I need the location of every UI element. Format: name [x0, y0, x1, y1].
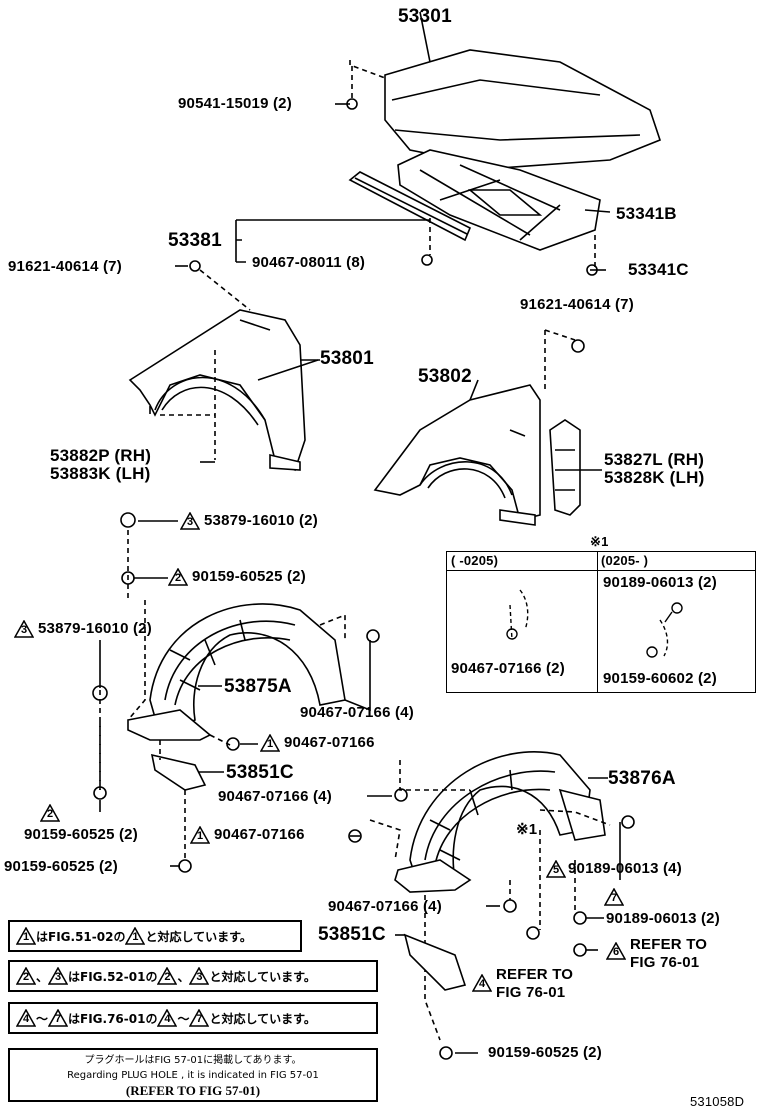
- triangle-5-icon: 5: [546, 860, 566, 878]
- hood-drawing: [384, 11, 661, 169]
- label-90159-60525-c: 90159-60525 (2): [4, 858, 118, 875]
- note-box-3: 4 ～ 7 はFIG.76-01の 4 ～ 7 と対応しています。: [8, 1002, 378, 1034]
- note-2-text-a: はFIG.52-01の: [68, 969, 158, 984]
- label-53876a: 53876A: [608, 768, 676, 789]
- triangle-2-icon: 2: [40, 804, 60, 822]
- fender-bracket-drawing: [549, 419, 581, 516]
- fender-lh-drawing: [128, 309, 320, 472]
- inset-col2-part-b: 90159-60602 (2): [603, 670, 717, 687]
- triangle-1-icon: 1: [125, 927, 146, 945]
- label-53827l: 53827L (RH): [604, 450, 705, 469]
- note-3-text-b: と対応しています。: [209, 1011, 316, 1026]
- triangle-4-icon: 4: [157, 1009, 178, 1027]
- label-53802: 53802: [418, 366, 472, 387]
- label-53801: 53801: [320, 348, 374, 369]
- label-90541-15019: 90541-15019 (2): [178, 95, 292, 112]
- fender-rh-drawing: [373, 384, 541, 526]
- footnote-line-2: Regarding PLUG HOLE , it is indicated in…: [67, 1070, 319, 1081]
- triangle-1-icon: 1: [16, 927, 36, 945]
- label-90189-06013-b: 90189-06013 (2): [606, 910, 720, 927]
- triangle-3-icon: 3: [189, 967, 210, 985]
- label-53879-16010-a: 53879-16010 (2): [204, 512, 318, 529]
- inset-box: ( -0205) (0205- ) 90467-07166 (2) 90189-…: [446, 551, 756, 693]
- refer-to-label-b: REFER TO: [630, 936, 708, 953]
- liner-lh-drawing: [127, 603, 346, 741]
- label-91621-40614-b: 91621-40614 (7): [520, 296, 634, 313]
- footnote-line-1: プラグホールはFIG 57-01に掲載してあります。: [84, 1055, 302, 1066]
- note-2-sep: 、: [36, 969, 49, 984]
- triangle-3-icon: 3: [180, 512, 200, 530]
- label-53851c-a: 53851C: [226, 762, 294, 783]
- label-53341b: 53341B: [616, 204, 677, 223]
- label-53883k: 53883K (LH): [50, 464, 151, 483]
- liner-rh-drawing: [394, 751, 606, 893]
- label-90467-07166-c: 90467-07166 (4): [218, 788, 332, 805]
- label-90159-60525-b: 90159-60525 (2): [24, 826, 138, 843]
- triangle-2-icon: 2: [157, 967, 178, 985]
- triangle-7-icon: 7: [48, 1009, 69, 1027]
- label-90189-06013-a: 90189-06013 (4): [568, 860, 682, 877]
- note-box-1: 1 はFIG.51-02の 1 と対応しています。: [8, 920, 302, 952]
- label-53882p: 53882P (RH): [50, 446, 152, 465]
- shield-b-drawing: [403, 933, 467, 991]
- label-90159-60525-a: 90159-60525 (2): [192, 568, 306, 585]
- note-2-text-b: と対応しています。: [209, 969, 316, 984]
- triangle-7-icon: 7: [189, 1009, 210, 1027]
- shield-a-drawing: [150, 753, 207, 791]
- label-90159-60525-d: 90159-60525 (2): [488, 1044, 602, 1061]
- label-90467-07166-d: 90467-07166: [214, 826, 305, 843]
- label-90467-07166-e: 90467-07166 (4): [328, 898, 442, 915]
- triangle-2-icon: 2: [16, 967, 36, 985]
- inset-mark: ※1: [590, 534, 609, 549]
- triangle-1-icon: 1: [190, 826, 210, 844]
- triangle-6-icon: 6: [606, 942, 626, 960]
- refer-to-label-a: REFER TO: [496, 966, 574, 983]
- plug-hole-footnote: プラグホールはFIG 57-01に掲載してあります。 Regarding PLU…: [8, 1048, 378, 1102]
- note-1-text-b: と対応しています。: [145, 929, 252, 944]
- label-91621-40614-a: 91621-40614 (7): [8, 258, 122, 275]
- label-53875a: 53875A: [224, 676, 292, 697]
- hood-insulator-drawing: [397, 149, 601, 251]
- note-box-2: 2 、 3 はFIG.52-01の 2 、 3 と対応しています。: [8, 960, 378, 992]
- note-3-tilde: ～: [177, 1011, 190, 1026]
- label-53301: 53301: [398, 6, 452, 27]
- triangle-4-icon: 4: [16, 1009, 36, 1027]
- label-90467-07166-b: 90467-07166: [284, 734, 375, 751]
- label-90467-08011: 90467-08011 (8): [252, 254, 366, 271]
- triangle-7-icon: 7: [604, 888, 624, 906]
- triangle-3-icon: 3: [14, 620, 34, 638]
- triangle-4-icon: 4: [472, 974, 492, 992]
- refer-fig-label-a: FIG 76-01: [496, 984, 566, 1001]
- refer-fig-label-b: FIG 76-01: [630, 954, 700, 971]
- label-90467-07166-a: 90467-07166 (4): [300, 704, 414, 721]
- triangle-2-icon: 2: [168, 568, 188, 586]
- note-3-text-a: はFIG.76-01の: [68, 1011, 158, 1026]
- inset-col1-header: ( -0205): [451, 553, 499, 568]
- note-2-sep: 、: [177, 969, 190, 984]
- note-3-tilde: ～: [36, 1011, 49, 1026]
- inset-col2-header: (0205- ): [601, 553, 649, 568]
- label-53381: 53381: [168, 230, 222, 251]
- label-53879-16010-b: 53879-16010 (2): [38, 620, 152, 637]
- note-1-text-a: はFIG.51-02の: [36, 929, 126, 944]
- triangle-3-icon: 3: [48, 967, 69, 985]
- triangle-1-icon: 1: [260, 734, 280, 752]
- inset-col1-part: 90467-07166 (2): [451, 660, 565, 677]
- label-53341c: 53341C: [628, 260, 689, 279]
- inset-col2-part-a: 90189-06013 (2): [603, 574, 717, 591]
- footnote-line-3: (REFER TO FIG 57-01): [125, 1083, 261, 1098]
- label-53828k: 53828K (LH): [604, 468, 705, 487]
- drawing-number: 531058D: [690, 1094, 745, 1109]
- reference-mark-1: ※1: [516, 821, 538, 838]
- label-53851c-b: 53851C: [318, 924, 386, 945]
- inset-artwork: [506, 589, 683, 658]
